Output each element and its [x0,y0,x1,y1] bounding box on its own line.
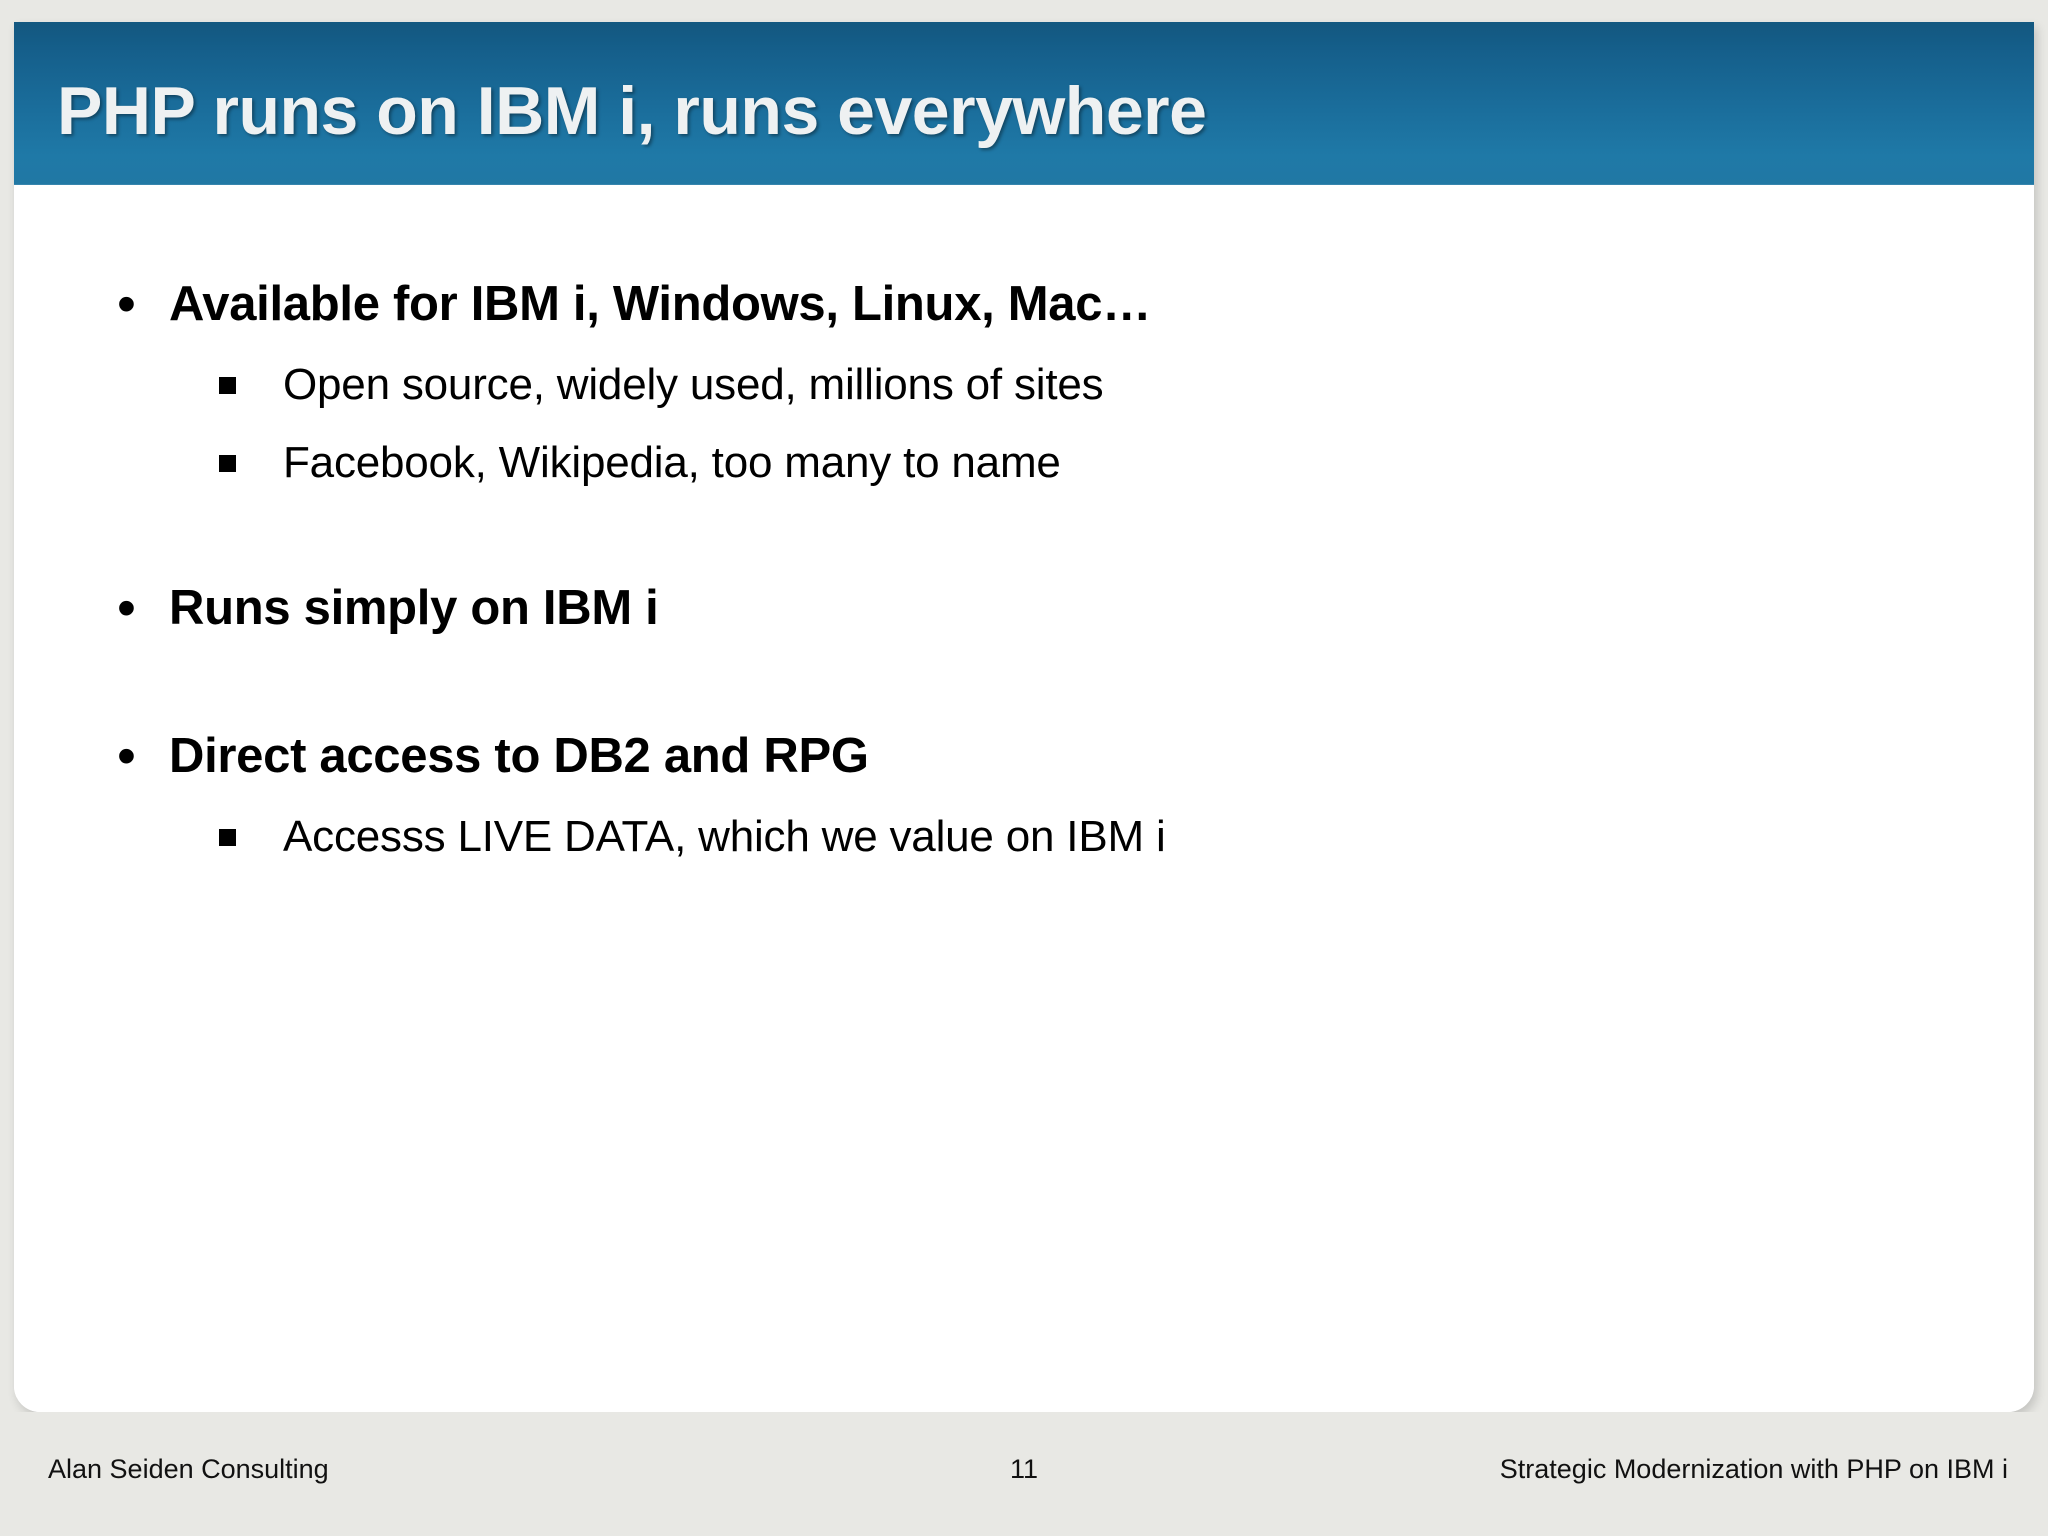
page-title: PHP runs on IBM i, runs everywhere [57,73,1207,149]
spacer [14,657,2034,719]
bullet-text: Available for IBM i, Windows, Linux, Mac… [169,277,1151,331]
bullet-text: Runs simply on IBM i [169,581,659,635]
bullet-square-icon [219,431,283,495]
spacer [14,509,2034,571]
slide-card: PHP runs on IBM i, runs everywhere • Ava… [14,22,2034,1412]
slide-body: • Available for IBM i, Windows, Linux, M… [14,185,2034,1412]
bullet-item-level2: Accesss LIVE DATA, which we value on IBM… [219,805,2034,883]
bullet-item-level1: • Available for IBM i, Windows, Linux, M… [109,267,2034,353]
bullet-dot-icon: • [117,578,136,638]
bullet-square-icon [219,805,283,869]
slide-footer: Alan Seiden Consulting 11 Strategic Mode… [0,1412,2048,1536]
bullet-item-level1: • Runs simply on IBM i [109,571,2034,657]
bullet-item-level1: • Direct access to DB2 and RPG [109,719,2034,805]
footer-deck-title: Strategic Modernization with PHP on IBM … [1499,1454,2008,1484]
footer-company-name: Alan Seiden Consulting [48,1454,329,1484]
bullet-dot-icon: • [117,274,136,334]
bullet-text: Open source, widely used, millions of si… [283,360,1104,409]
bullet-list: • Available for IBM i, Windows, Linux, M… [14,185,2034,883]
bullet-text: Accesss LIVE DATA, which we value on IBM… [283,812,1166,861]
bullet-text: Facebook, Wikipedia, too many to name [283,438,1061,487]
bullet-dot-icon: • [117,726,136,786]
bullet-text: Direct access to DB2 and RPG [169,729,869,783]
bullet-square-icon [219,353,283,417]
slide-title-band: PHP runs on IBM i, runs everywhere [14,22,2034,185]
bullet-item-level2: Facebook, Wikipedia, too many to name [219,431,2034,509]
page-number: 11 [1009,1454,1039,1484]
bullet-item-level2: Open source, widely used, millions of si… [219,353,2034,431]
